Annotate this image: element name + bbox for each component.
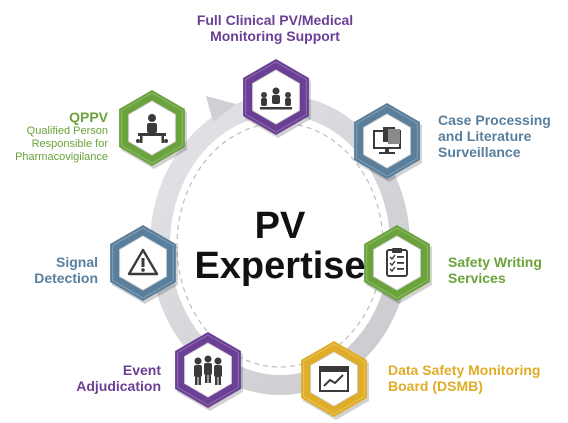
warning-triangle-icon [127, 248, 159, 276]
label-line: Monitoring Support [210, 28, 340, 45]
label-subtitle-line: Qualified Person [26, 125, 108, 138]
monitor-documents-icon [373, 127, 401, 154]
label-line: Full Clinical PV/Medical [196, 12, 354, 28]
label-line: Adjudication [76, 378, 161, 395]
chart-window-icon [319, 366, 349, 392]
label-line: Case Processing [438, 112, 551, 128]
node-dsmb [301, 341, 369, 420]
label-line: QPPV [69, 109, 108, 125]
label-line: Event [122, 362, 161, 378]
label-line: Services [448, 270, 506, 287]
node-safety-writing [364, 225, 432, 304]
node-qppv [119, 90, 187, 169]
label-line: Board (DSMB) [388, 378, 483, 395]
center-title-line1: PV [254, 205, 306, 247]
label-subtitle-line: Pharmacovigilance [15, 151, 108, 164]
person-desk-icon [136, 114, 168, 143]
clipboard-checklist-icon [386, 248, 408, 277]
label-line: Data Safety Monitoring [388, 362, 541, 378]
label-subtitle-line: Responsible for [31, 138, 108, 151]
label-line: Signal [55, 254, 98, 270]
label-line: Safety Writing [448, 254, 542, 270]
ring-arrow-head [206, 96, 236, 122]
node-case-processing [354, 103, 422, 182]
node-full-clinical [243, 59, 311, 138]
people-group-icon [194, 355, 222, 385]
node-event-adjudication [175, 332, 243, 411]
label-line: and Literature [438, 128, 532, 145]
label-line: Detection [34, 270, 98, 287]
label-line: Surveillance [438, 144, 521, 161]
center-title: PV Expertise [180, 206, 380, 286]
node-signal-detection [110, 225, 178, 304]
center-title-line2: Expertise [194, 245, 366, 287]
team-meeting-icon [260, 87, 292, 110]
